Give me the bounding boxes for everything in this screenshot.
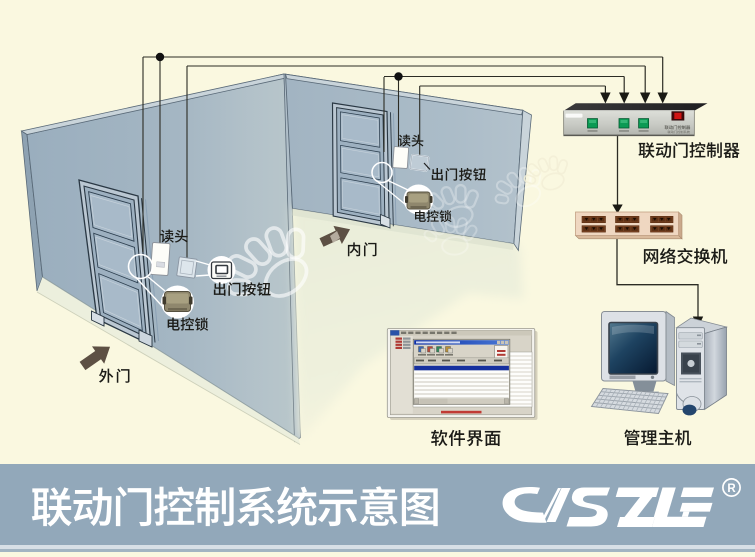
svg-text:R: R [727, 483, 736, 495]
